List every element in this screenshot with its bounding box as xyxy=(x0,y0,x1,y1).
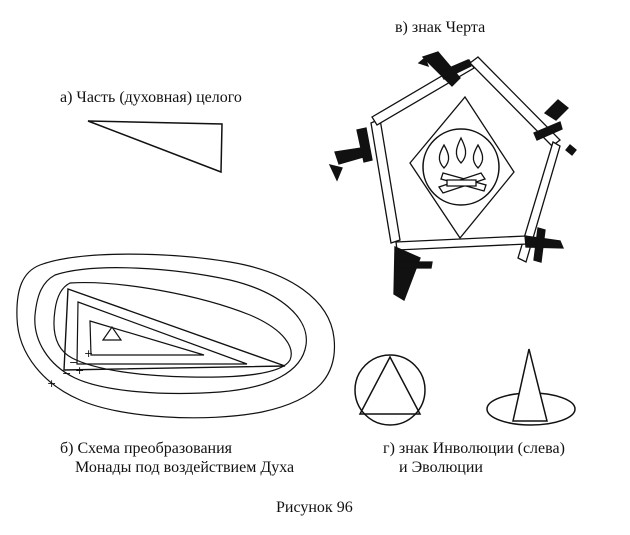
polarity-signs: + − + − + xyxy=(47,347,93,390)
crossed-logs-icon xyxy=(437,172,487,194)
sign-plus-1: + xyxy=(84,347,93,360)
sign-plus-3: + xyxy=(47,377,56,390)
caption-g-line2: и Эволюции xyxy=(399,459,483,476)
emblem-circle xyxy=(422,128,500,206)
sign-plus-2: + xyxy=(75,364,84,377)
triangle-part-of-whole xyxy=(87,120,223,174)
involution-sign xyxy=(354,354,426,426)
evolution-sign xyxy=(486,348,576,426)
devil-sign xyxy=(328,51,577,301)
flames-icon xyxy=(438,136,484,169)
caption-b-line1: б) Схема преобразования xyxy=(60,440,233,457)
figure-caption: Рисунок 96 xyxy=(276,499,353,516)
monad-transformation-scheme xyxy=(16,253,336,419)
sign-minus-1: − xyxy=(69,356,78,369)
sword-hilts xyxy=(328,51,577,301)
caption-v-devil-sign: в) знак Черта xyxy=(395,19,486,36)
caption-g-line1: г) знак Инволюции (слева) xyxy=(383,440,565,457)
caption-b-line2: Монады под воздействием Духа xyxy=(75,459,295,476)
caption-a-part-of-whole: а) Часть (духовная) целого xyxy=(60,89,242,106)
sign-minus-2: − xyxy=(62,367,71,380)
